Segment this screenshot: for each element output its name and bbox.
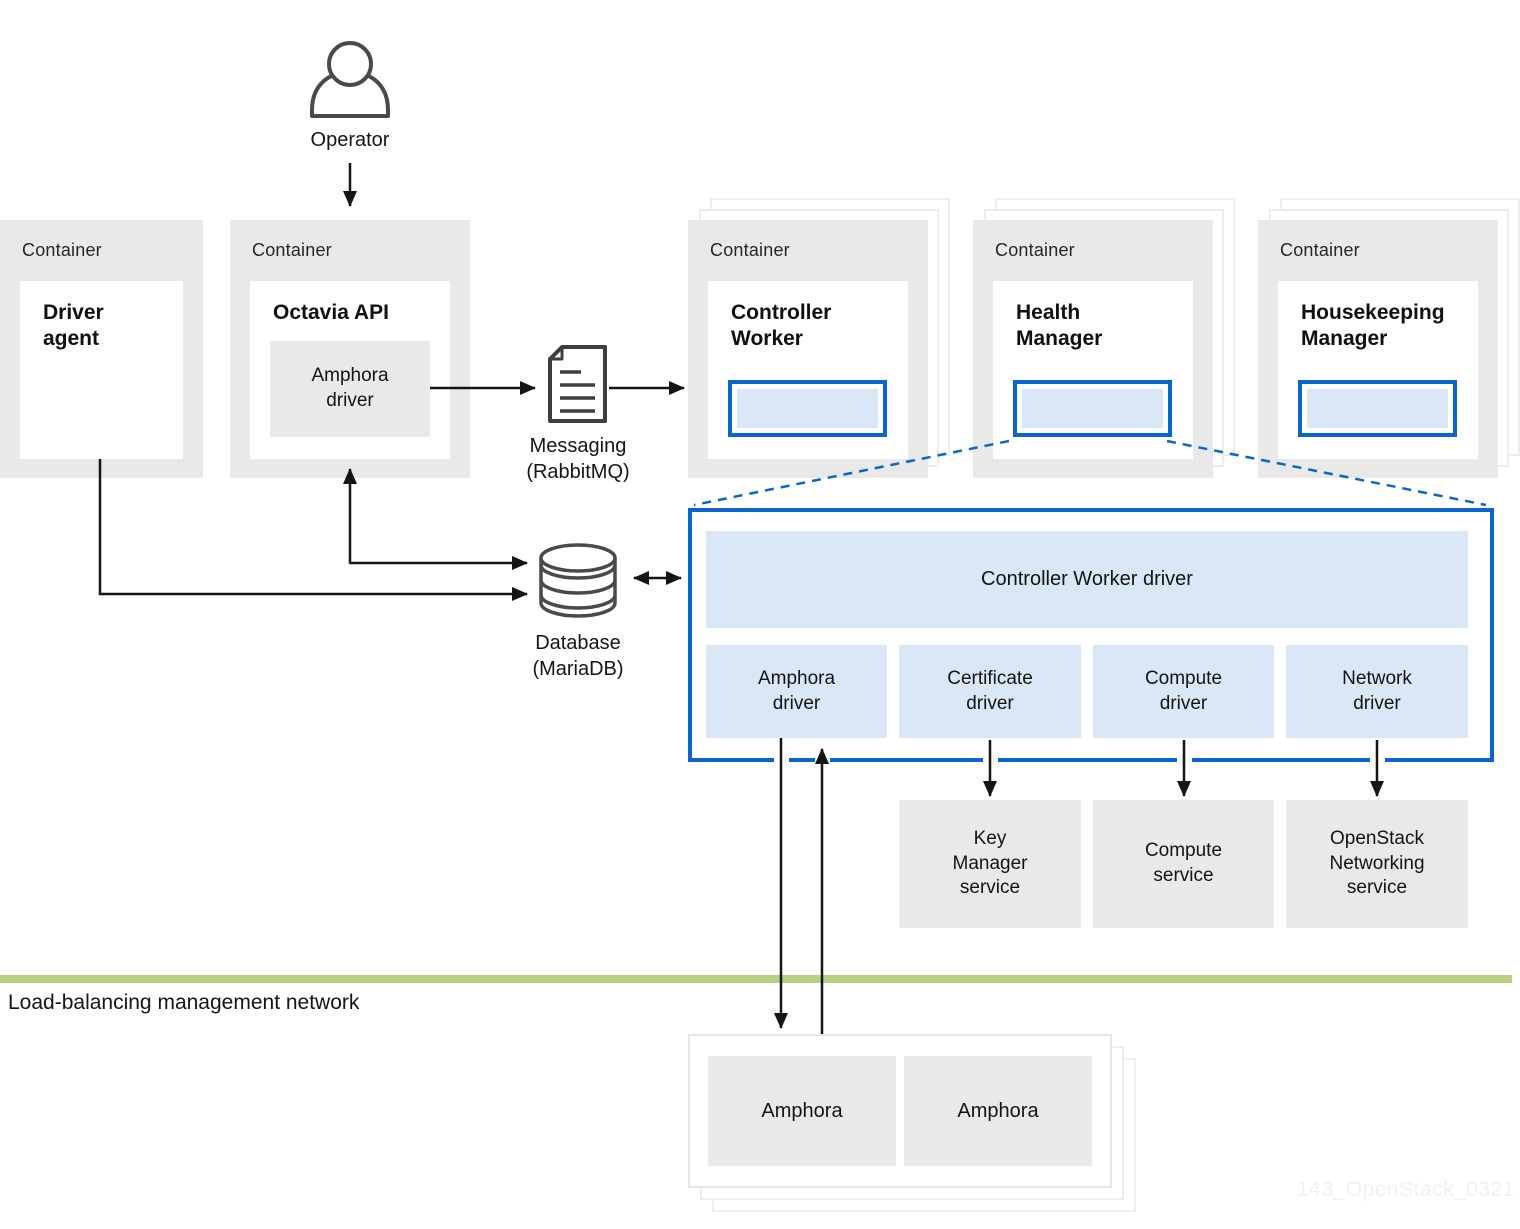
health-manager-title: Health Manager — [1016, 301, 1103, 350]
amphora-group-box: Amphora Amphora — [688, 1034, 1112, 1188]
housekeeping-manager-title: Housekeeping Manager — [1301, 301, 1445, 350]
amphora-box: Amphora — [904, 1056, 1092, 1166]
container-controller-worker: Container Controller Worker — [688, 220, 928, 478]
api-amphora-driver-box: Amphora driver — [270, 341, 430, 437]
housekeeping-manager-box: Housekeeping Manager — [1278, 281, 1478, 459]
controller-worker-driver-banner: Controller Worker driver — [706, 531, 1468, 628]
octavia-api-box: Octavia API Amphora driver — [250, 281, 450, 459]
health-manager-driver-slot — [1013, 380, 1172, 437]
database-label: Database (MariaDB) — [532, 632, 624, 681]
network-driver-box: Network driver — [1286, 645, 1468, 738]
compute-service-box: Compute service — [1093, 800, 1274, 928]
housekeeping-driver-slot — [1298, 380, 1457, 437]
amphora-box: Amphora — [708, 1056, 896, 1166]
certificate-driver-box: Certificate driver — [899, 645, 1081, 738]
key-manager-service-box: Key Manager service — [899, 800, 1081, 928]
health-manager-box: Health Manager — [993, 281, 1193, 459]
compute-driver-box: Compute driver — [1093, 645, 1274, 738]
container-label: Container — [22, 240, 102, 260]
driver-agent-box: Driver agent — [20, 281, 183, 459]
container-label: Container — [1280, 240, 1360, 260]
management-network-label: Load-balancing management network — [8, 991, 360, 1014]
driver-slot-fill — [1022, 389, 1163, 428]
operator-icon — [310, 41, 390, 118]
container-label: Container — [995, 240, 1075, 260]
operator-label: Operator — [310, 129, 390, 151]
octavia-api-title: Octavia API — [273, 301, 389, 324]
messaging-icon — [548, 345, 607, 423]
controller-worker-detail-box: Controller Worker driver Amphora driver … — [688, 508, 1494, 762]
driver-slot-fill — [737, 389, 878, 428]
container-housekeeping-manager: Container Housekeeping Manager — [1258, 220, 1498, 478]
database-icon — [539, 543, 617, 618]
driver-slot-fill — [1307, 389, 1448, 428]
driver-agent-title: Driver agent — [43, 301, 104, 350]
watermark: 143_OpenStack_0321 — [1296, 1178, 1515, 1201]
openstack-networking-service-box: OpenStack Networking service — [1286, 800, 1468, 928]
container-octavia-api: Container Octavia API Amphora driver — [230, 220, 470, 478]
container-label: Container — [252, 240, 332, 260]
arrow-driveragent-to-db — [98, 459, 528, 601]
controller-worker-box: Controller Worker — [708, 281, 908, 459]
container-label: Container — [710, 240, 790, 260]
controller-worker-title: Controller Worker — [731, 301, 832, 350]
controller-worker-driver-slot — [728, 380, 887, 437]
amphora-driver-box: Amphora driver — [706, 645, 887, 738]
container-driver-agent: Container Driver agent — [0, 220, 203, 478]
management-network-line — [0, 975, 1512, 983]
container-health-manager: Container Health Manager — [973, 220, 1213, 478]
messaging-label: Messaging (RabbitMQ) — [526, 435, 630, 484]
